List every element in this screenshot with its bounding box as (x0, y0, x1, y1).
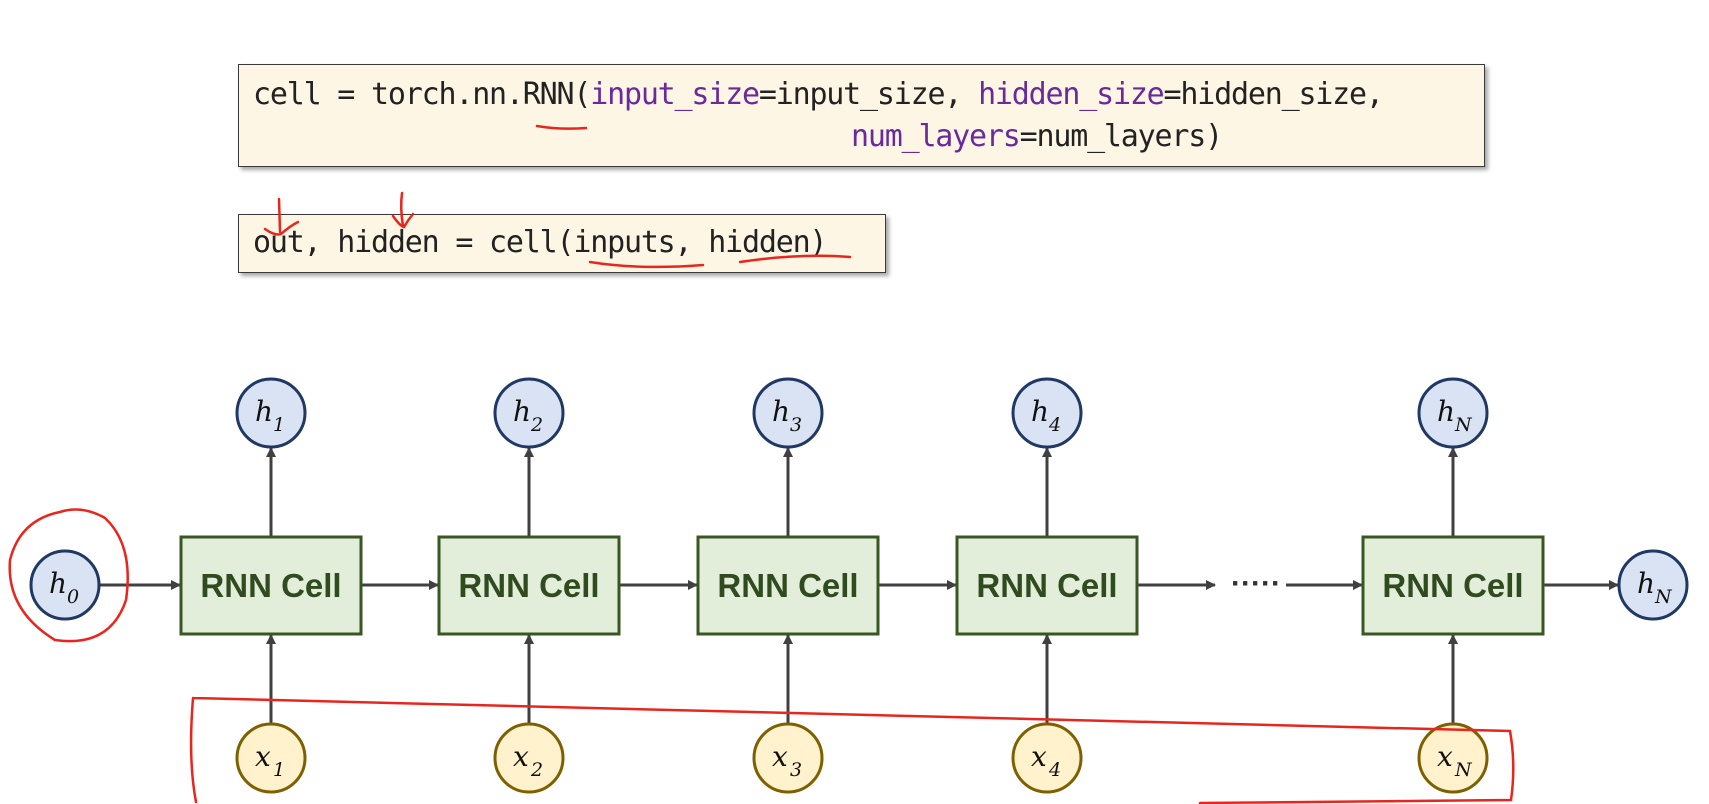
underline-inputs-annotation (588, 260, 705, 269)
code-line-3: out, hidden = cell(inputs, hidden) (253, 225, 827, 260)
rnn-cell-label: RNN Cell (976, 567, 1117, 604)
hidden-output-node-5-base: h (1437, 395, 1455, 428)
rnn-cell-box (437, 535, 621, 636)
hidden-output-node-3-base: h (772, 395, 790, 428)
input-node-4-base: x (1031, 740, 1047, 773)
rnn-cell-label: RNN Cell (200, 567, 341, 604)
hidden-output-node-1-subscript: 1 (273, 414, 285, 436)
hidden-output-node-4-base: h (1031, 395, 1049, 428)
hidden-output-node-5-circle (1417, 377, 1489, 449)
final-hidden-node-circle (1617, 549, 1689, 621)
code-keyword: hidden_size (978, 77, 1165, 112)
handwritten-annotations (8, 124, 1515, 804)
input-node-3-subscript: 3 (790, 759, 802, 781)
initial-hidden-node-circle (29, 549, 101, 621)
rnn-cell-box (179, 535, 363, 636)
code-text: cell = torch.nn.RNN( (253, 77, 591, 112)
input-node-1-base: x (255, 740, 271, 773)
code-line-1: cell = torch.nn.RNN(input_size=input_siz… (253, 77, 1384, 112)
arrows-layer (99, 447, 1619, 724)
circle-h0-annotation (8, 508, 129, 643)
rnn-cell-label: RNN Cell (717, 567, 858, 604)
underline-hidden-annotation (738, 254, 852, 264)
arrow-out-annotation (263, 197, 300, 236)
input-node-4-circle (1011, 722, 1083, 794)
input-node-2-subscript: 2 (530, 759, 543, 781)
ellipsis-text: ····· (1231, 567, 1281, 600)
input-node-2-base: x (513, 740, 529, 773)
input-node-3-circle (752, 722, 824, 794)
initial-hidden-node-base: h (49, 567, 67, 600)
hidden-output-node-4-circle (1011, 377, 1083, 449)
rnn-call-code-box: out, hidden = cell(inputs, hidden) (238, 214, 886, 273)
hidden-output-node-3-circle (752, 377, 824, 449)
arrow-hidden-annotation (391, 191, 415, 229)
hidden-output-node-2-circle (493, 377, 565, 449)
rnn-cell-label: RNN Cell (1382, 567, 1523, 604)
rnn-cell-box (955, 535, 1139, 636)
rnn-cell-5: RNN Cell (1361, 535, 1545, 636)
rnn-cell-box (1361, 535, 1545, 636)
input-node-1-subscript: 1 (273, 759, 285, 781)
rnn-cell-box (696, 535, 880, 636)
hidden-output-node-2-subscript: 2 (530, 414, 543, 436)
input-node-5-circle (1417, 722, 1489, 794)
box-inputs-annotation (189, 696, 1515, 804)
rnn-cell-label: RNN Cell (458, 567, 599, 604)
initial-hidden-node-subscript: 0 (67, 586, 79, 608)
code-text: =input_size, (758, 77, 979, 112)
rnn-cell-2: RNN Cell (437, 535, 621, 636)
final-hidden-node-base: h (1637, 567, 1655, 600)
hidden-output-node-1-base: h (255, 395, 273, 428)
rnn-cell-1: RNN Cell (179, 535, 363, 636)
hidden-output-node-4-subscript: 4 (1048, 414, 1061, 436)
rnn-cell-4: RNN Cell (955, 535, 1139, 636)
underline-rnn-annotation (535, 124, 588, 130)
hidden-output-node-5-subscript: N (1454, 414, 1473, 436)
rnn-constructor-code-box: cell = torch.nn.RNN(input_size=input_siz… (238, 64, 1485, 167)
code-keyword: input_size (590, 77, 760, 112)
input-node-5-subscript: N (1454, 759, 1473, 781)
input-node-5-base: x (1437, 740, 1453, 773)
code-keyword: num_layers (851, 119, 1021, 154)
rnn-cell-3: RNN Cell (696, 535, 880, 636)
code-text: out, hidden = cell(inputs, hidden) (253, 225, 827, 260)
input-node-1-circle (235, 722, 307, 794)
hidden-output-node-3-subscript: 3 (790, 414, 802, 436)
input-node-2-circle (493, 722, 565, 794)
input-node-4-subscript: 4 (1048, 759, 1061, 781)
hidden-output-node-2-base: h (513, 395, 531, 428)
hidden-output-node-1-circle (235, 377, 307, 449)
code-text: =hidden_size, (1163, 77, 1384, 112)
final-hidden-node-subscript: N (1654, 586, 1673, 608)
code-line-2: num_layers=num_layers) (851, 119, 1224, 154)
input-node-3-base: x (772, 740, 788, 773)
code-text: =num_layers) (1019, 119, 1224, 154)
